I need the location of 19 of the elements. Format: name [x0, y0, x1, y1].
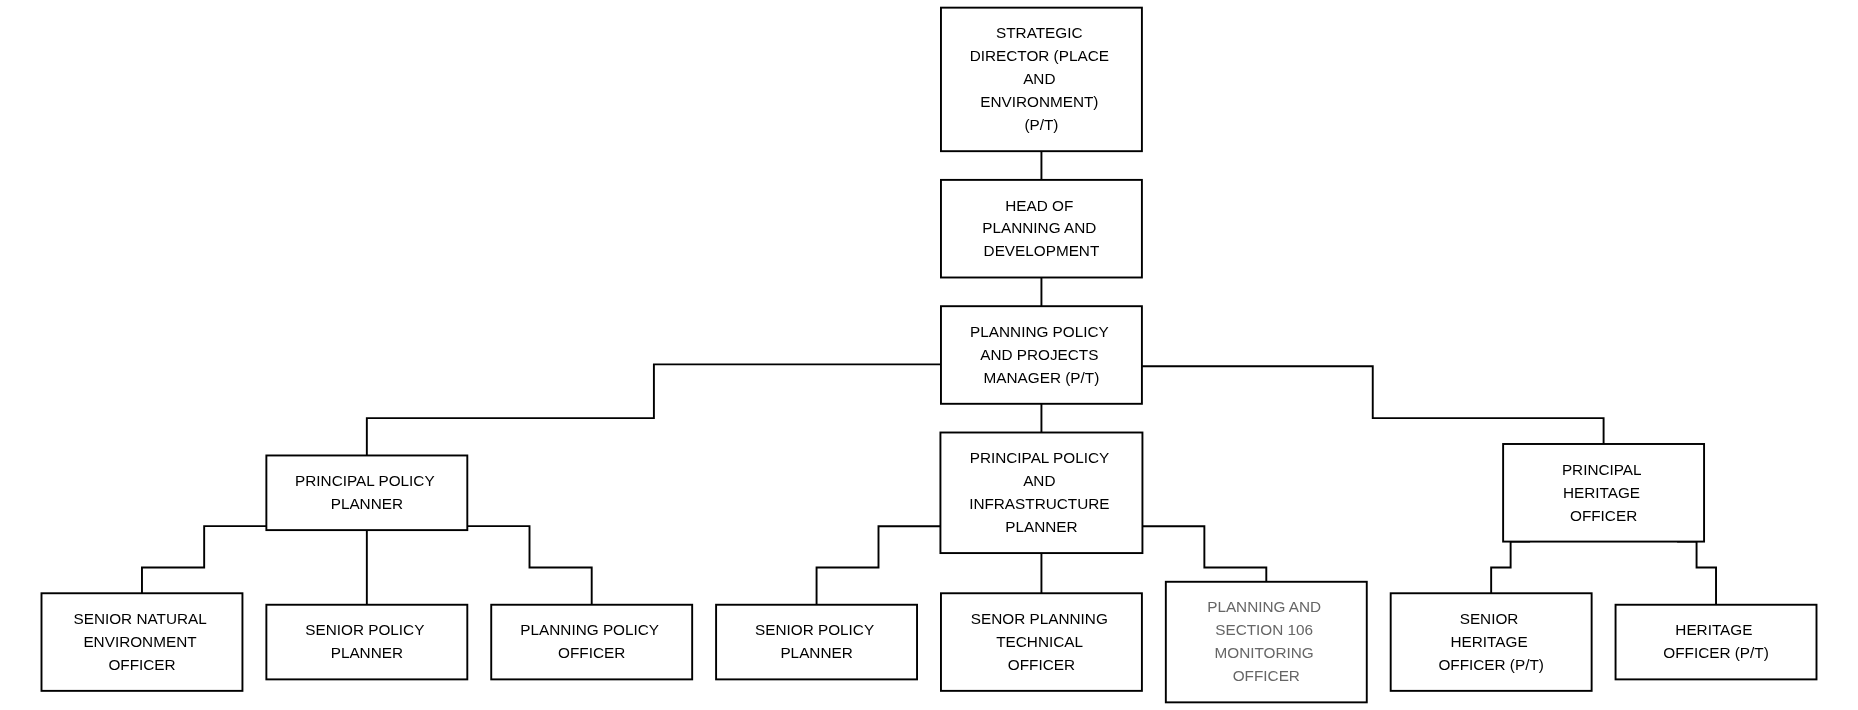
node-box: SENIOR NATURAL ENVIRONMENT OFFICER — [40, 592, 244, 692]
node-box: HERITAGE OFFICER (P/T) — [1614, 603, 1818, 681]
node-box: PLANNING POLICY AND PROJECTS MANAGER (P/T) — [940, 305, 1143, 405]
node-box: HEAD OF PLANNING AND DEVELOPMENT — [940, 178, 1143, 279]
connector — [1040, 552, 1043, 595]
connector — [1040, 276, 1043, 308]
connector — [1040, 402, 1043, 434]
connector — [365, 529, 368, 606]
connector — [1040, 150, 1043, 181]
node-box: STRATEGIC DIRECTOR (PLACE AND ENVIRONMENT) (P/T) — [940, 6, 1143, 153]
node-box: PRINCIPAL HERITAGE OFFICER — [1502, 443, 1706, 543]
node-box: SENIOR HERITAGE OFFICER (P/T) — [1389, 592, 1593, 692]
node-box: SENIOR POLICY PLANNER — [715, 603, 918, 681]
node-box: PLANNING POLICY OFFICER — [490, 603, 694, 681]
node-box: PRINCIPAL POLICY PLANNER — [265, 454, 469, 532]
node-box: PRINCIPAL POLICY AND INFRASTRUCTURE PLANNER — [939, 431, 1144, 555]
node-box: PLANNING AND SECTION 106 MONITORING OFFICER — [1164, 580, 1368, 704]
node-box: SENIOR POLICY PLANNER — [265, 603, 469, 681]
node-box: SENOR PLANNING TECHNICAL OFFICER — [940, 592, 1143, 692]
